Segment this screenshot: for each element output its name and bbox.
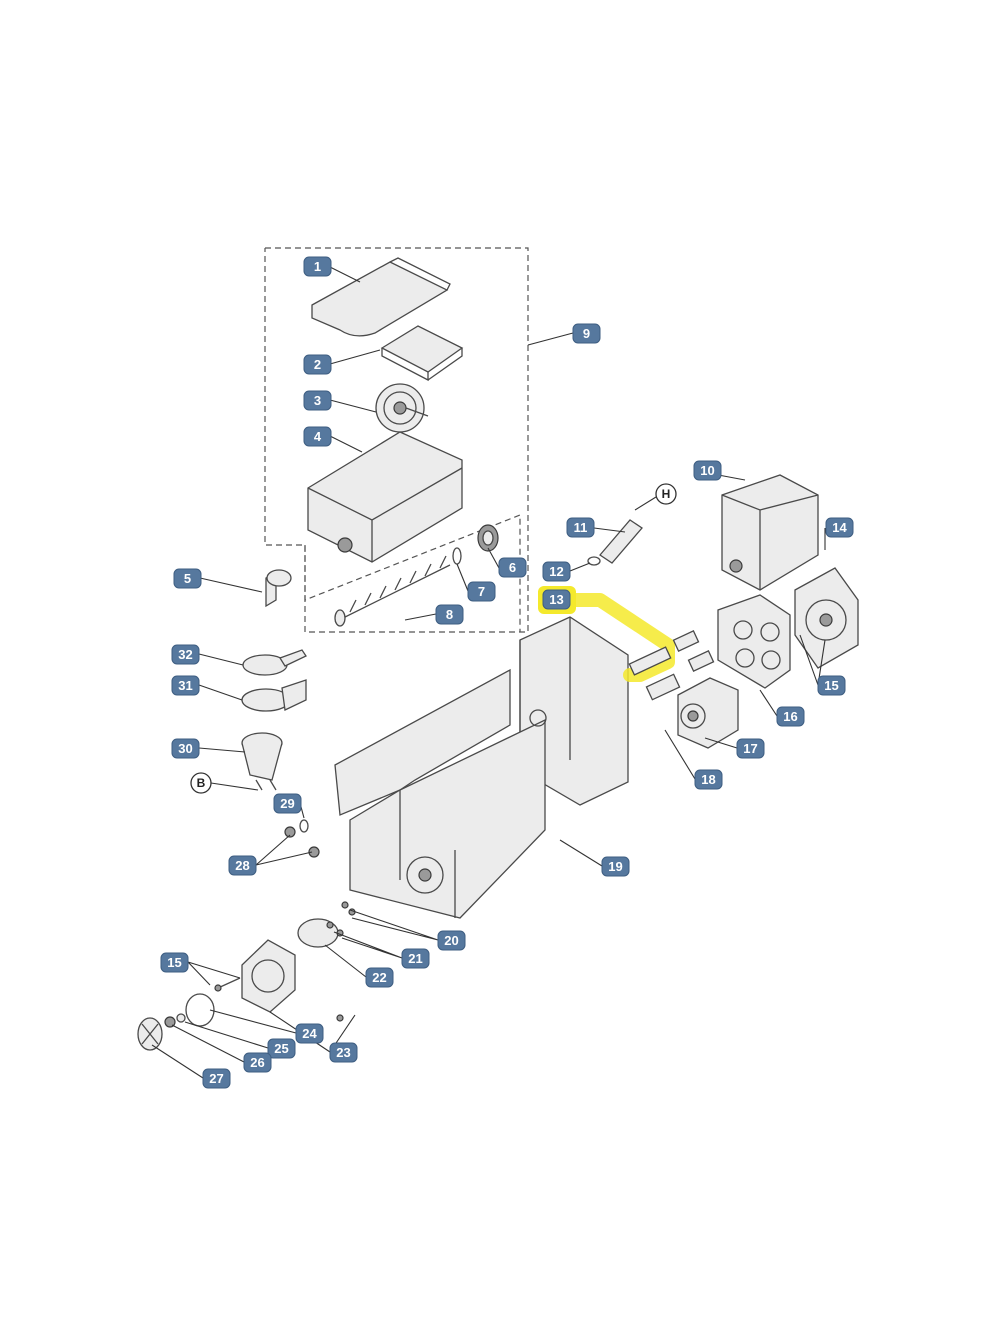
part-23-housing bbox=[241, 939, 344, 1022]
svg-text:27: 27 bbox=[209, 1071, 223, 1086]
svg-text:H: H bbox=[662, 487, 671, 501]
callout-30: 30 bbox=[171, 738, 200, 759]
part-19-chassis bbox=[334, 616, 629, 919]
part-13-connector bbox=[538, 593, 700, 682]
svg-text:12: 12 bbox=[549, 564, 563, 579]
callout-17: 17 bbox=[736, 738, 765, 759]
svg-text:4: 4 bbox=[314, 429, 322, 444]
callout-8: 8 bbox=[435, 604, 464, 625]
part-12-clip bbox=[587, 556, 601, 566]
svg-text:32: 32 bbox=[178, 647, 192, 662]
part-11-tube bbox=[599, 519, 643, 564]
part-5-spout bbox=[265, 569, 292, 608]
svg-text:3: 3 bbox=[314, 393, 321, 408]
callout-9: 9 bbox=[572, 323, 601, 344]
part-29-washer bbox=[299, 819, 309, 833]
svg-text:2: 2 bbox=[314, 357, 321, 372]
svg-text:26: 26 bbox=[250, 1055, 264, 1070]
part-8-auger bbox=[334, 555, 451, 627]
part-15-lower-screw bbox=[214, 977, 241, 992]
callout-1: 1 bbox=[303, 256, 332, 277]
callout-14: 14 bbox=[825, 517, 854, 538]
svg-text:18: 18 bbox=[701, 772, 715, 787]
callout-2: 2 bbox=[303, 354, 332, 375]
callout-24: 24 bbox=[295, 1023, 324, 1044]
callout-31: 31 bbox=[171, 675, 200, 696]
callout-27: 27 bbox=[202, 1068, 231, 1089]
callout-6: 6 bbox=[498, 557, 527, 578]
part-14-fan bbox=[794, 567, 859, 669]
callout-15-right: 15 bbox=[817, 675, 846, 696]
svg-text:15: 15 bbox=[167, 955, 181, 970]
callout-21: 21 bbox=[401, 948, 430, 969]
callout-20: 20 bbox=[437, 930, 466, 951]
svg-text:1: 1 bbox=[314, 259, 321, 274]
svg-text:25: 25 bbox=[274, 1041, 288, 1056]
assembly-9-boundary bbox=[264, 247, 529, 633]
svg-text:6: 6 bbox=[509, 560, 516, 575]
callout-19: 19 bbox=[601, 856, 630, 877]
svg-text:13: 13 bbox=[549, 592, 563, 607]
callout-29: 29 bbox=[273, 793, 302, 814]
svg-text:16: 16 bbox=[783, 709, 797, 724]
svg-text:10: 10 bbox=[700, 463, 714, 478]
svg-text:29: 29 bbox=[280, 796, 294, 811]
callout-23: 23 bbox=[329, 1042, 358, 1063]
svg-text:28: 28 bbox=[235, 858, 249, 873]
part-32-cap bbox=[242, 649, 307, 676]
callout-25: 25 bbox=[267, 1038, 296, 1059]
part-18-connectors bbox=[645, 650, 715, 701]
callout-4: 4 bbox=[303, 426, 332, 447]
part-27-cap bbox=[137, 1017, 163, 1051]
part-2-cover bbox=[380, 325, 464, 382]
svg-text:21: 21 bbox=[408, 951, 422, 966]
callout-16: 16 bbox=[776, 706, 805, 727]
svg-text:B: B bbox=[197, 776, 206, 790]
svg-text:31: 31 bbox=[178, 678, 192, 693]
svg-text:22: 22 bbox=[372, 970, 386, 985]
callout-13: 13 bbox=[538, 586, 576, 614]
part-31-holder bbox=[241, 679, 307, 712]
svg-text:19: 19 bbox=[608, 859, 622, 874]
part-7-oring bbox=[452, 547, 462, 565]
callout-28: 28 bbox=[228, 855, 257, 876]
callout-18: 18 bbox=[694, 769, 723, 790]
callout-26: 26 bbox=[243, 1052, 272, 1073]
callout-32: 32 bbox=[171, 644, 200, 665]
part-6-nut bbox=[477, 524, 499, 552]
part-10-motor bbox=[721, 474, 819, 591]
svg-text:15: 15 bbox=[824, 678, 838, 693]
svg-text:24: 24 bbox=[302, 1026, 317, 1041]
svg-text:30: 30 bbox=[178, 741, 192, 756]
svg-text:7: 7 bbox=[478, 584, 485, 599]
svg-text:11: 11 bbox=[574, 520, 588, 535]
callout-12: 12 bbox=[542, 561, 571, 582]
ref-H: H bbox=[634, 483, 677, 511]
callout-10: 10 bbox=[693, 460, 722, 481]
svg-text:14: 14 bbox=[832, 520, 847, 535]
callout-7: 7 bbox=[467, 581, 496, 602]
svg-text:17: 17 bbox=[743, 741, 757, 756]
svg-text:20: 20 bbox=[444, 933, 458, 948]
callout-22: 22 bbox=[365, 967, 394, 988]
svg-text:8: 8 bbox=[446, 607, 453, 622]
part-28-screws bbox=[284, 826, 320, 858]
callout-3: 3 bbox=[303, 390, 332, 411]
part-4-hopper bbox=[307, 431, 463, 563]
callout-11: 11 bbox=[566, 517, 595, 538]
svg-text:9: 9 bbox=[583, 326, 590, 341]
part-3-gear bbox=[375, 383, 429, 433]
ref-B: B bbox=[190, 772, 259, 794]
part-16-manifold bbox=[717, 594, 791, 689]
part-1-lid bbox=[311, 257, 451, 337]
callout-5: 5 bbox=[173, 568, 202, 589]
part-30-mixer bbox=[241, 732, 283, 791]
callout-15-left: 15 bbox=[160, 952, 189, 973]
part-24-oring bbox=[185, 993, 215, 1027]
part-17-pump bbox=[677, 677, 739, 749]
part-25-26-fittings bbox=[164, 1013, 186, 1028]
svg-text:5: 5 bbox=[184, 571, 191, 586]
svg-text:23: 23 bbox=[336, 1045, 350, 1060]
